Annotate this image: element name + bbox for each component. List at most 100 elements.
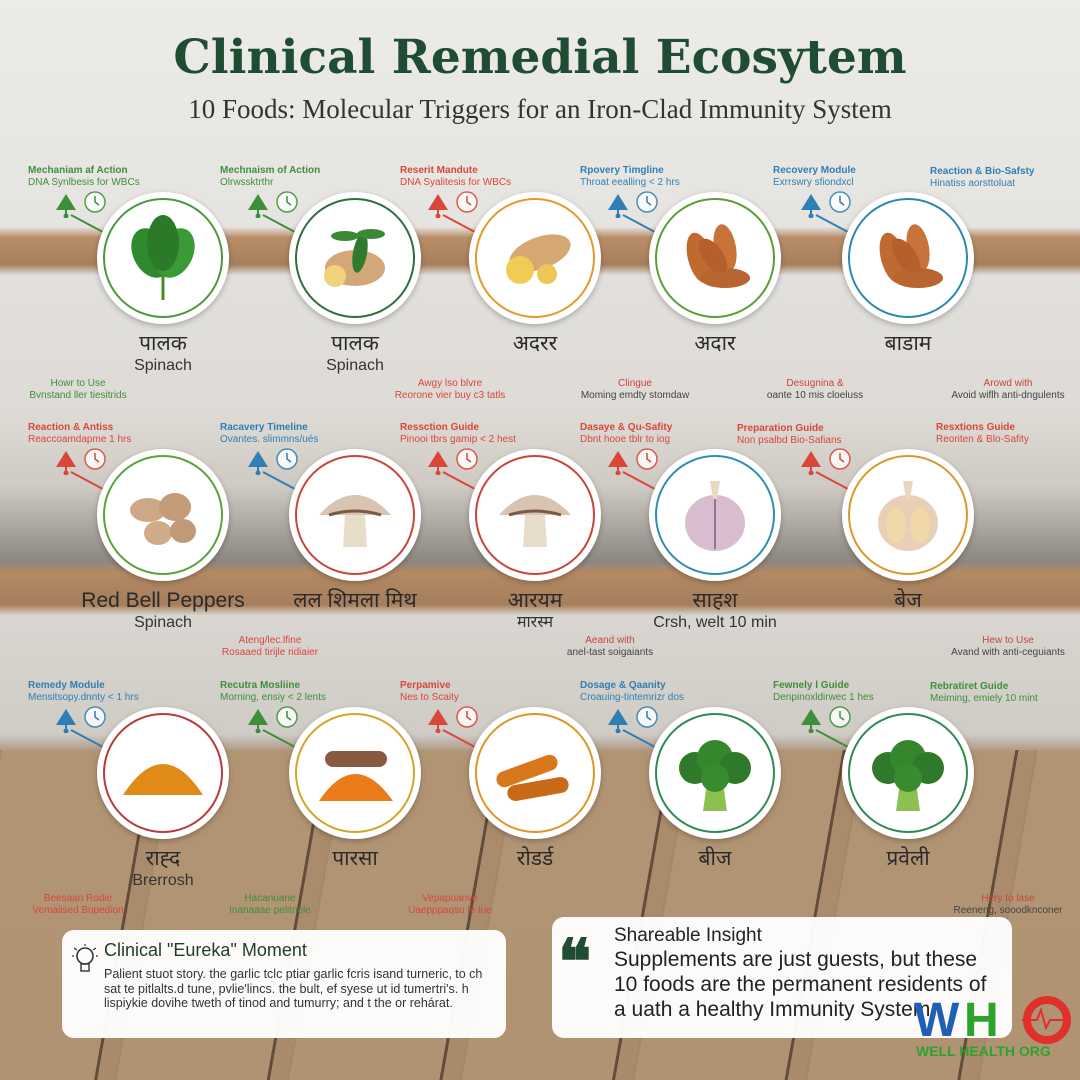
warning-icon xyxy=(248,709,268,733)
eureka-body: Palient stuot story. the garlic tclc pti… xyxy=(104,967,483,1010)
clock-icon xyxy=(456,448,478,470)
food-name: अदार xyxy=(694,332,736,355)
warning-icon xyxy=(56,194,76,218)
clock-icon xyxy=(456,706,478,728)
svg-text:H: H xyxy=(964,994,999,1047)
food-image-frame xyxy=(97,449,229,581)
clock-icon xyxy=(636,191,658,213)
warning-icon xyxy=(801,451,821,475)
garlic-image xyxy=(878,481,938,551)
warning-icon xyxy=(608,451,628,475)
insight-body: Supplements are just guests, but these 1… xyxy=(614,948,987,1021)
warning-icon xyxy=(428,451,448,475)
clock-icon xyxy=(276,706,298,728)
eureka-card: Clinical "Eureka" Moment Palient stuot s… xyxy=(62,930,506,1038)
warning-icon xyxy=(801,709,821,733)
food-name: पारसा xyxy=(332,847,378,870)
clock-icon xyxy=(84,448,106,470)
spinach-image xyxy=(131,215,195,300)
turmeric-root-image xyxy=(496,754,569,801)
food-image-frame xyxy=(649,449,781,581)
svg-text:W: W xyxy=(914,994,960,1047)
food-image-frame xyxy=(649,192,781,324)
turmeric-mix-image xyxy=(319,751,393,801)
broccoli-image xyxy=(679,740,751,811)
food-name: अदरर xyxy=(512,332,558,355)
food-image-frame xyxy=(289,192,421,324)
quote-icon: ❝ xyxy=(558,925,592,998)
bottom-right-annotation: Desugnina &oante 10 mis cloeluss xyxy=(766,378,864,401)
food-image-frame xyxy=(289,449,421,581)
food-image-frame xyxy=(649,707,781,839)
warning-icon xyxy=(428,194,448,218)
eureka-title: Clinical "Eureka" Moment xyxy=(104,940,307,960)
food-image-frame xyxy=(842,707,974,839)
food-image-frame xyxy=(469,449,601,581)
warning-icon xyxy=(56,451,76,475)
food-image-frame xyxy=(289,707,421,839)
warning-icon xyxy=(801,194,821,218)
almond-image xyxy=(879,224,943,288)
warning-icon xyxy=(248,451,268,475)
food-name: बीज xyxy=(698,847,732,870)
food-name: बाडाम xyxy=(884,332,932,355)
almond-image xyxy=(686,224,750,288)
clock-icon xyxy=(276,191,298,213)
mushroom-image xyxy=(499,495,571,547)
clock-icon xyxy=(829,448,851,470)
food-name: प्रवेली xyxy=(886,847,930,870)
warning-icon xyxy=(608,194,628,218)
mushroom-image xyxy=(319,495,391,547)
ginger-leaf-image xyxy=(324,229,385,287)
clock-icon xyxy=(829,191,851,213)
clock-icon xyxy=(456,191,478,213)
clock-icon xyxy=(84,191,106,213)
turmeric-powder-image xyxy=(123,764,203,795)
garlic-purple-image xyxy=(685,481,745,551)
insight-card: Shareable Insight Supplements are just g… xyxy=(552,917,1012,1038)
warning-icon xyxy=(608,709,628,733)
food-name: बेज xyxy=(894,589,922,612)
food-image-frame xyxy=(469,707,601,839)
page-title: Clinical Remedial Ecosytem xyxy=(173,30,907,85)
page-subtitle: 10 Foods: Molecular Triggers for an Iron… xyxy=(188,94,892,124)
insight-title: Shareable Insight xyxy=(614,925,762,946)
clock-icon xyxy=(636,706,658,728)
clock-icon xyxy=(276,448,298,470)
svg-text:WELL HEALTH ORG: WELL HEALTH ORG xyxy=(916,1043,1051,1059)
food-image-frame xyxy=(97,192,229,324)
lightbulb-icon xyxy=(72,944,98,972)
ginger-pieces-image xyxy=(130,493,196,545)
food-image-frame xyxy=(842,449,974,581)
food-name: रोडर्ड xyxy=(516,847,554,870)
